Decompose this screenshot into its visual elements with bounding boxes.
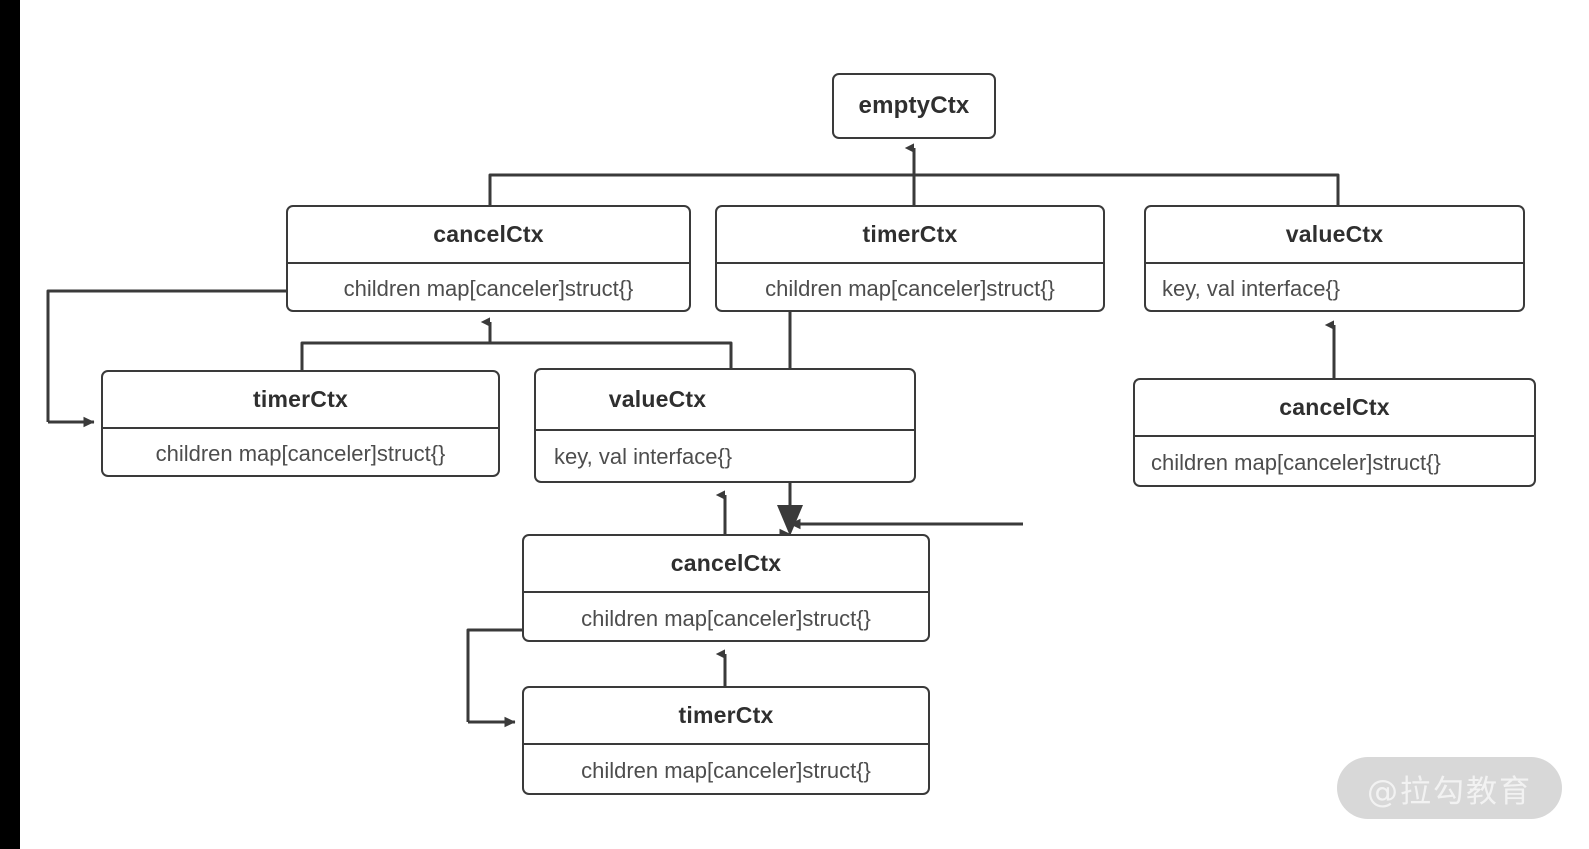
- node-timerctx-row1-field: children map[canceler]struct{}: [717, 262, 1103, 310]
- node-timerctx-row2-field: children map[canceler]struct{}: [103, 427, 498, 475]
- node-timerctx-row2[interactable]: timerCtx children map[canceler]struct{}: [101, 370, 500, 477]
- edge-row1-to-emptyctx: [488, 143, 1340, 205]
- node-valuectx-row2-field: key, val interface{}: [536, 429, 914, 481]
- node-cancelctx-row1-field: children map[canceler]struct{}: [288, 262, 689, 310]
- node-valuectx-row2[interactable]: valueCtx key, val interface{}: [534, 368, 916, 483]
- watermark: @拉勾教育: [1337, 757, 1562, 819]
- node-valuectx-row1-title: valueCtx: [1285, 221, 1384, 247]
- node-emptyctx-title: emptyCtx: [858, 92, 970, 119]
- node-timerctx-row1[interactable]: timerCtx children map[canceler]struct{}: [715, 205, 1105, 312]
- left-gutter-bar: [0, 0, 20, 849]
- node-valuectx-row1[interactable]: valueCtx key, val interface{}: [1144, 205, 1525, 312]
- node-cancelctx-row3-field: children map[canceler]struct{}: [524, 591, 928, 640]
- node-cancelctx-row3-title: cancelCtx: [670, 550, 782, 576]
- node-cancelctx-row2-right-title: cancelCtx: [1279, 394, 1390, 420]
- edge-cancelctx-children-to-timerctx-bottom: [466, 628, 522, 728]
- node-timerctx-row1-title: timerCtx: [862, 221, 958, 247]
- node-cancelctx-row2-right-field: children map[canceler]struct{}: [1135, 435, 1534, 485]
- edge-cancelctx-children-to-timerctx: [46, 289, 286, 428]
- edge-row2-to-cancelctx: [300, 317, 733, 370]
- node-valuectx-row1-field: key, val interface{}: [1146, 262, 1523, 310]
- node-timerctx-row2-title: timerCtx: [253, 386, 348, 412]
- node-cancelctx-row1[interactable]: cancelCtx children map[canceler]struct{}: [286, 205, 691, 312]
- node-timerctx-row4-field: children map[canceler]struct{}: [524, 743, 928, 793]
- node-emptyctx[interactable]: emptyCtx: [832, 73, 996, 139]
- node-timerctx-row4[interactable]: timerCtx children map[canceler]struct{}: [522, 686, 930, 795]
- node-cancelctx-row1-title: cancelCtx: [433, 221, 544, 247]
- node-cancelctx-row3[interactable]: cancelCtx children map[canceler]struct{}: [522, 534, 930, 642]
- node-valuectx-row2-title: valueCtx: [608, 386, 707, 412]
- node-timerctx-row4-title: timerCtx: [678, 702, 774, 728]
- arrowhead-down-into-cancelctx: [777, 505, 803, 536]
- node-cancelctx-row2-right[interactable]: cancelCtx children map[canceler]struct{}: [1133, 378, 1536, 487]
